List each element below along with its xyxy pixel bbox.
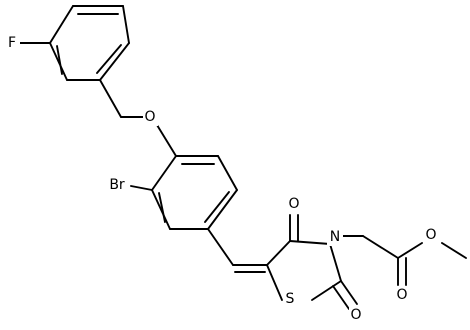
carbonyl-bond-bottom [340, 280, 358, 305]
carbon-bromine-bond [130, 185, 153, 191]
aryl-methine-bond [207, 228, 234, 266]
thiazolidinedione-ring [266, 240, 342, 301]
bromophenyl-ring [151, 155, 238, 230]
atom-ring-nitrogen: N [327, 228, 343, 246]
ester-single-bond [397, 242, 423, 259]
atom-carbonyl-oxygen-top: O [287, 195, 302, 213]
benzylic-bond [99, 79, 122, 118]
bromine-label: Br [109, 177, 125, 193]
carbonyl-oxygen-bottom-label: O [350, 307, 361, 323]
atom-fluorine: F [6, 34, 20, 52]
ester-carbonyl-oxygen-label: O [396, 287, 407, 303]
ring-nitrogen-label: N [330, 229, 340, 245]
fluorophenyl-ring [49, 5, 130, 81]
carbonyl-oxygen-top-label: O [288, 196, 299, 212]
oxygen-aryl-bond [156, 124, 177, 157]
atom-ring-sulfur: S [283, 290, 298, 308]
atom-bromine: Br [104, 176, 130, 194]
ring-sulfur-label: S [286, 291, 295, 307]
atom-ester-carbonyl-oxygen: O [395, 286, 410, 304]
carbonyl-bond-bottom-second [332, 285, 350, 310]
methoxy-bond [441, 242, 467, 259]
ether-oxygen-label: O [144, 109, 155, 125]
fluorine-label: F [8, 35, 16, 51]
ester-oxygen-label: O [425, 227, 436, 243]
atom-carbonyl-oxygen-bottom: O [349, 306, 364, 324]
atom-ether-oxygen: O [143, 108, 158, 126]
atom-ester-oxygen: O [424, 226, 439, 244]
ch2-ester-carbon-bond [362, 235, 399, 259]
